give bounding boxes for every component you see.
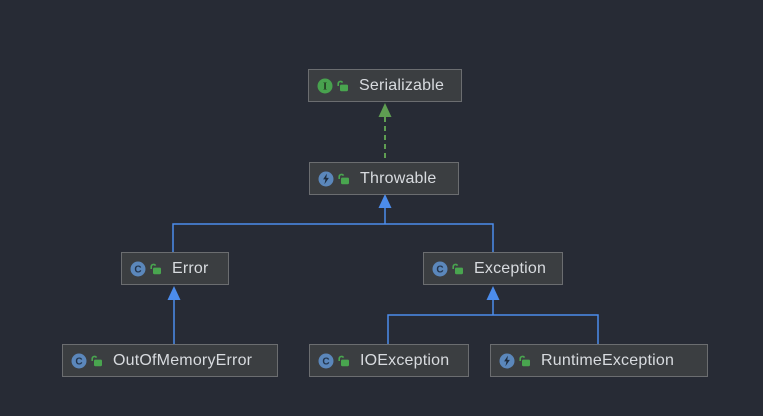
edge-outofmemoryerror-error [167, 286, 181, 344]
open-lock-icon [338, 173, 349, 185]
exception-class-icon [318, 171, 334, 186]
class-icon: C [71, 353, 87, 368]
interface-icon: I [317, 78, 333, 93]
svg-text:C: C [75, 356, 82, 367]
node-label: Error [172, 259, 209, 277]
edge-error-exception-throwable [172, 194, 494, 252]
node-label: RuntimeException [541, 351, 675, 369]
node-label: IOException [360, 351, 450, 369]
svg-text:C: C [322, 356, 329, 367]
node-label: Throwable [360, 169, 437, 187]
exception-class-icon [499, 353, 515, 368]
svg-text:C: C [436, 264, 443, 275]
open-lock-icon [337, 80, 348, 92]
open-lock-icon [519, 355, 530, 367]
open-lock-icon [91, 355, 102, 367]
svg-text:C: C [134, 264, 141, 275]
class-node-ioexception[interactable]: C IOException [309, 344, 469, 377]
class-icon: C [130, 261, 146, 276]
edge-ioexception-runtimeexception-exception [387, 286, 599, 344]
open-lock-icon [338, 355, 349, 367]
node-label: Exception [474, 259, 547, 277]
class-node-exception[interactable]: C Exception [423, 252, 563, 285]
class-node-throwable[interactable]: Throwable [309, 162, 459, 195]
open-lock-icon [150, 263, 161, 275]
edge-throwable-serializable [378, 103, 392, 162]
class-node-runtimeexception[interactable]: RuntimeException [490, 344, 708, 377]
node-label: Serializable [359, 76, 445, 94]
open-lock-icon [452, 263, 463, 275]
class-node-serializable[interactable]: I Serializable [308, 69, 462, 102]
class-icon: C [318, 353, 334, 368]
class-node-error[interactable]: C Error [121, 252, 229, 285]
class-icon: C [432, 261, 448, 276]
svg-text:I: I [323, 81, 327, 92]
class-node-outofmemoryerror[interactable]: C OutOfMemoryError [62, 344, 278, 377]
node-label: OutOfMemoryError [113, 351, 253, 369]
